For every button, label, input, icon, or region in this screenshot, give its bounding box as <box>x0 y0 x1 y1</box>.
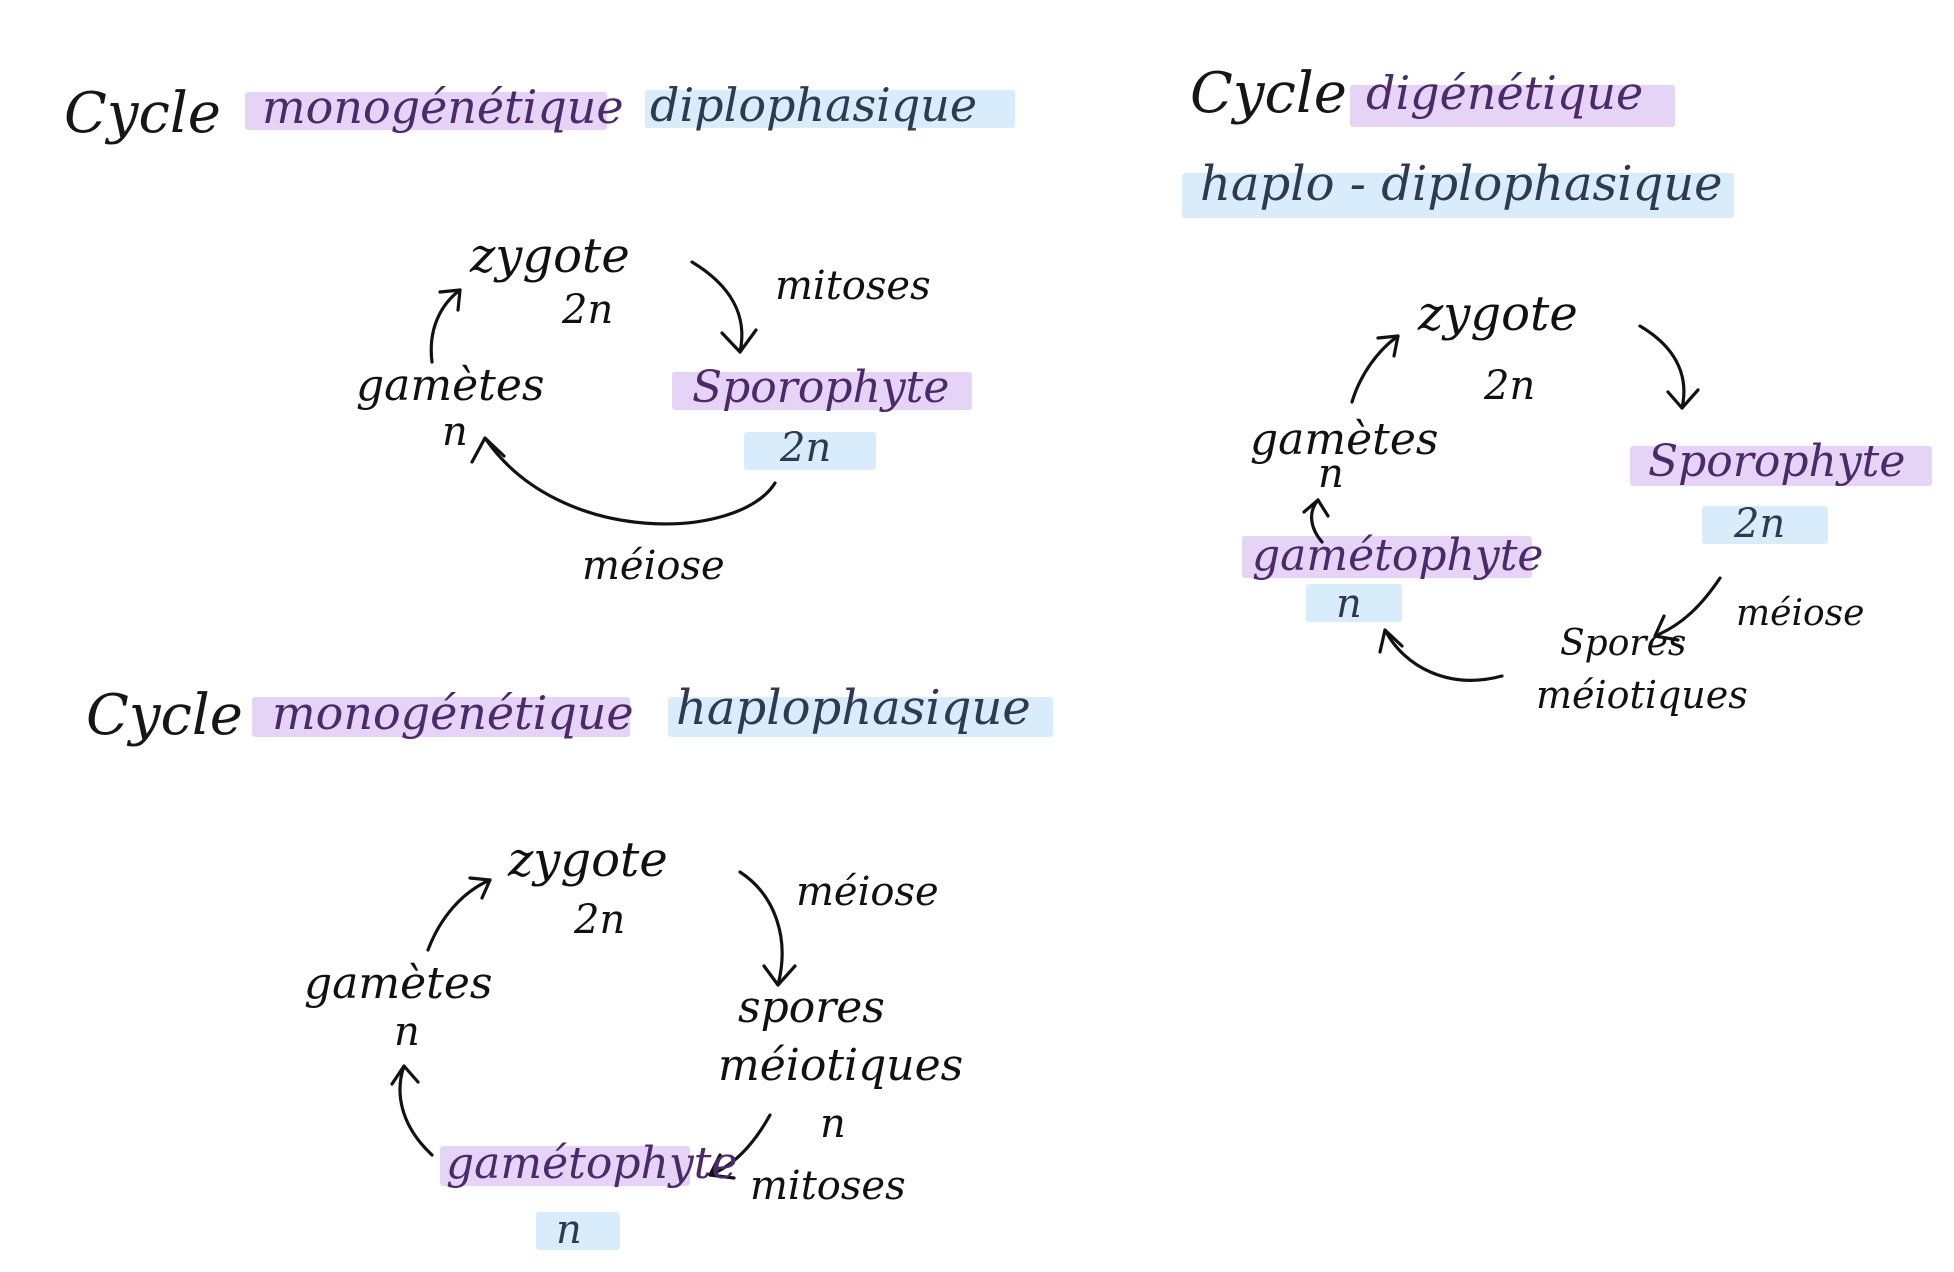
arrow-gametes-to-zygote-2 <box>426 878 492 952</box>
haplo-node-gametophyte: gamétophyte <box>446 1138 738 1189</box>
diplo-sporophyte-ploidy: 2n <box>780 425 832 471</box>
diplo-label-meiose: méiose <box>582 543 725 589</box>
digen-node-spores-line2: méiotiques <box>1536 673 1748 717</box>
highlight-sporophyte-1 <box>672 372 972 410</box>
highlight-sporophyte-3 <box>1630 446 1932 486</box>
highlight-diplophasique <box>645 90 1015 128</box>
digen-title-generation: digénétique <box>1366 66 1644 120</box>
haplo-spores-ploidy: n <box>820 1101 846 1147</box>
diplo-node-zygote: zygote <box>470 228 630 284</box>
digen-sporophyte-ploidy: 2n <box>1734 501 1786 547</box>
digen-node-gametophyte: gamétophyte <box>1252 530 1544 581</box>
arrowhead-gametes-to-zygote-3 <box>1376 334 1400 358</box>
arrowhead-gametophyte-to-gametes-2 <box>390 1064 420 1086</box>
arrowhead-gametes-to-zygote-1 <box>438 288 462 312</box>
haplo-gametes-ploidy: n <box>394 1009 420 1055</box>
diplo-node-sporophyte: Sporophyte <box>692 362 950 413</box>
arrow-zygote-to-sporophyte-1 <box>690 260 744 354</box>
haplo-label-meiose: méiose <box>796 869 939 915</box>
haplo-label-mitoses: mitoses <box>750 1163 906 1209</box>
digen-title-cycle: Cycle <box>1190 61 1347 126</box>
diplo-title-cycle: Cycle <box>64 81 221 146</box>
highlight-sporophyte-ploidy-3 <box>1702 506 1828 544</box>
haplo-title-cycle: Cycle <box>86 683 243 748</box>
highlight-digenetique <box>1350 85 1675 127</box>
highlight-gametophyte-3 <box>1242 536 1532 578</box>
diplo-title-generation: monogénétique <box>262 80 624 134</box>
highlight-gametophyte-ploidy-2 <box>536 1212 620 1250</box>
haplo-gametophyte-ploidy: n <box>556 1207 582 1253</box>
digen-node-gametes: gamètes <box>1250 414 1439 465</box>
haplo-zygote-ploidy: 2n <box>574 897 626 943</box>
arrowhead-sporophyte-to-gametes-1 <box>470 436 506 464</box>
arrow-gametes-to-zygote-3 <box>1350 334 1400 404</box>
diplo-node-gametes: gamètes <box>356 360 545 411</box>
arrow-sporophyte-to-gametes-1 <box>483 436 777 526</box>
digen-gametophyte-ploidy: n <box>1336 581 1362 627</box>
haplo-node-spores-line2: méiotiques <box>718 1040 964 1091</box>
arrowhead-spores-to-gametophyte-3 <box>1378 628 1404 654</box>
arrow-zygote-to-sporophyte-3 <box>1638 324 1686 410</box>
diplo-title-phase: diplophasique <box>650 78 978 132</box>
highlight-haplophasique <box>668 697 1053 737</box>
digen-zygote-ploidy: 2n <box>1484 363 1536 409</box>
digen-label-meiose: méiose <box>1736 593 1865 634</box>
haplo-title-generation: monogénétique <box>272 686 634 740</box>
arrowhead-gametophyte-to-gametes-3 <box>1302 498 1330 518</box>
diplo-gametes-ploidy: n <box>442 409 468 455</box>
haplo-title-phase: haplophasique <box>676 680 1031 736</box>
haplo-node-gametes: gamètes <box>304 958 493 1009</box>
arrow-gametes-to-zygote-1 <box>429 288 462 364</box>
arrowhead-gametes-to-zygote-2 <box>468 876 492 900</box>
highlight-gametophyte-2 <box>440 1146 690 1186</box>
arrow-gametophyte-to-gametes-2 <box>398 1064 434 1157</box>
digen-title-phase: haplo - diplophasique <box>1200 156 1723 212</box>
diplo-zygote-ploidy: 2n <box>562 287 614 333</box>
digen-gametes-ploidy: n <box>1318 451 1344 497</box>
highlight-monogenetique-1 <box>245 92 607 130</box>
digen-node-zygote: zygote <box>1418 286 1578 342</box>
digen-node-sporophyte: Sporophyte <box>1648 436 1906 487</box>
highlight-monogenetique-2 <box>252 697 630 737</box>
arrowhead-zygote-to-sporophyte-1 <box>720 328 758 354</box>
highlight-haplo-diplophasique <box>1182 173 1734 218</box>
haplo-node-spores-line1: spores <box>738 982 885 1033</box>
diplo-label-mitoses: mitoses <box>775 263 931 309</box>
arrow-zygote-to-spores-2 <box>738 870 784 987</box>
digen-node-spores-line1: Spores <box>1560 623 1687 664</box>
highlight-gametophyte-ploidy-3 <box>1306 584 1402 622</box>
haplo-node-zygote: zygote <box>508 832 668 888</box>
arrowhead-zygote-to-sporophyte-3 <box>1666 388 1700 410</box>
arrow-spores-to-gametophyte-3 <box>1383 628 1504 682</box>
